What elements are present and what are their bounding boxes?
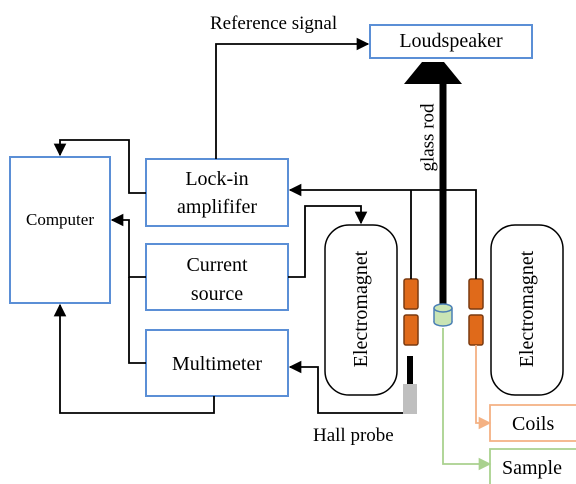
hall-probe-tip xyxy=(403,384,417,414)
electromagnet-left-label: Electromagnet xyxy=(350,250,372,368)
lockin-label-line2: amplififer xyxy=(177,196,257,218)
current-source-box xyxy=(145,243,289,311)
hall-probe-stem xyxy=(407,356,413,384)
glass-rod-label: glass rod xyxy=(417,103,439,172)
reference-signal-wire xyxy=(215,37,370,159)
current-source-label-line1: Current xyxy=(186,254,248,276)
current-to-magnet-wire xyxy=(288,205,368,278)
current-to-computer-wire xyxy=(110,213,146,278)
computer-box xyxy=(9,156,111,304)
lockin-to-computer-wire xyxy=(53,139,146,194)
loudspeaker-label: Loudspeaker xyxy=(399,30,503,52)
electromagnet-right-label: Electromagnet xyxy=(516,250,538,368)
multimeter-to-computer-wire-1 xyxy=(128,277,146,364)
coils-leader-line xyxy=(475,345,492,430)
multimeter-to-computer-wire-2 xyxy=(53,303,215,414)
hall-probe-label: Hall probe xyxy=(313,425,394,446)
coils-label-box xyxy=(489,404,576,442)
coils-label: Coils xyxy=(512,413,555,435)
coil-left-upper xyxy=(403,278,419,310)
sample-label: Sample xyxy=(502,457,562,479)
multimeter-box xyxy=(145,329,289,397)
sample-holder xyxy=(433,303,453,327)
hall-probe-to-multimeter-wire xyxy=(288,360,403,414)
computer-label: Computer xyxy=(26,210,94,229)
electromagnet-left-body xyxy=(324,224,398,396)
lockin-label-line1: Lock-in xyxy=(185,168,249,190)
sample-label-box xyxy=(489,448,576,484)
loudspeaker-box xyxy=(369,24,533,59)
coil-right-upper xyxy=(468,278,484,310)
loudspeaker-cone xyxy=(404,62,462,84)
electromagnet-right-body xyxy=(490,224,564,396)
multimeter-label: Multimeter xyxy=(172,353,262,375)
coil-left-lower xyxy=(403,314,419,346)
sample-leader-line xyxy=(442,328,492,471)
current-source-label-line2: source xyxy=(190,283,244,305)
pickup-to-lockin-wire xyxy=(288,183,477,279)
lockin-box xyxy=(145,158,289,227)
reference-signal-label: Reference signal xyxy=(210,13,338,34)
coil-right-lower xyxy=(468,314,484,346)
